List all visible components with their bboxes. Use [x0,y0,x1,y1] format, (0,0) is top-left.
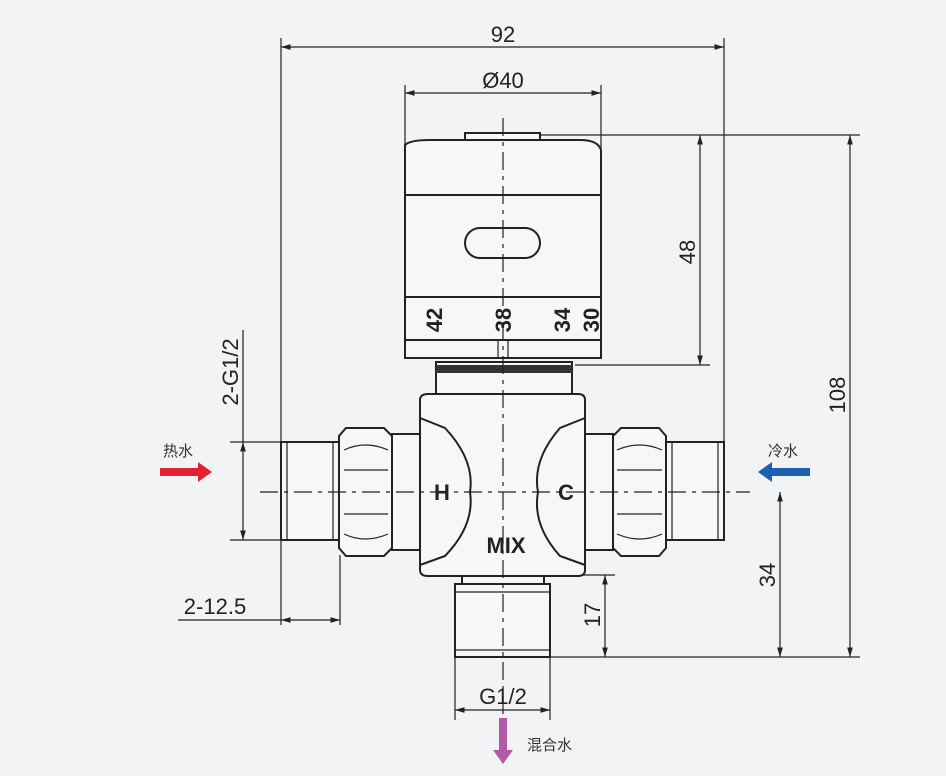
dial-mark: 34 [550,307,575,332]
dim-outlet-thread: G1/2 [479,684,527,709]
dial-mark: 42 [422,308,447,332]
hot-inlet-fitting [280,427,421,557]
mixed-water-label: 混合水 [527,736,572,754]
dim-center-height: 34 [755,563,780,587]
dimension-lines [178,44,853,713]
dim-inlet-thread: 2-G1/2 [218,338,243,405]
cold-water-label: 冷水 [768,442,798,460]
dim-overall-height: 108 [825,377,850,414]
hot-water-label: 热水 [163,442,193,460]
dial-mark: 30 [579,308,604,332]
hot-mark: H [434,480,450,505]
hot-arrow-icon [160,462,212,482]
mix-arrow-icon [493,718,513,764]
dim-knob-diameter: Ø40 [482,68,524,93]
dim-inlet-length: 2-12.5 [184,594,246,619]
center-lines [260,118,750,715]
mix-mark: MIX [486,533,525,558]
cold-arrow-icon [758,462,810,482]
dim-overall-width: 92 [491,22,515,47]
dim-outlet-length: 17 [580,603,605,627]
dim-knob-height: 48 [675,240,700,264]
cold-mark: C [558,480,574,505]
